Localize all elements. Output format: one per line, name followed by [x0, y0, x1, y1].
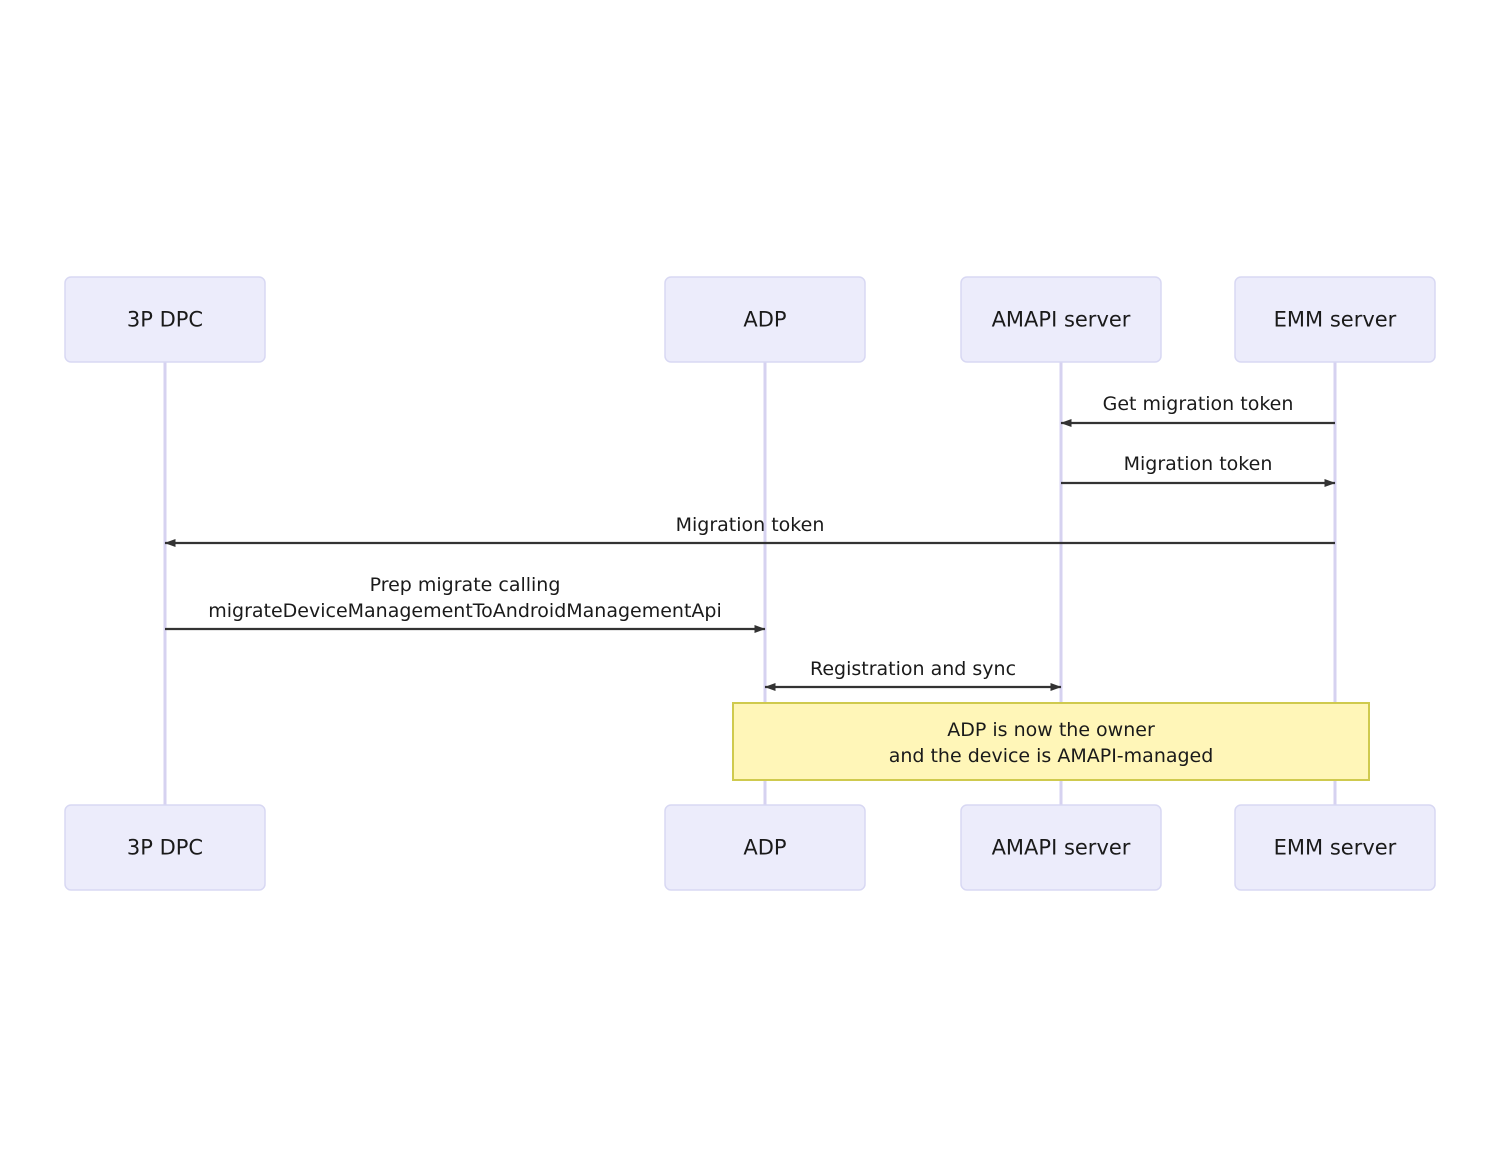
participant-emm-bottom[interactable]: EMM server: [1234, 804, 1436, 891]
participant-amapi-top[interactable]: AMAPI server: [960, 276, 1162, 363]
message-label-msg-get-migration-token: Get migration token: [1103, 393, 1294, 415]
participant-adp-bottom[interactable]: ADP: [664, 804, 866, 891]
participant-box-amapi-top[interactable]: [960, 276, 1162, 363]
participant-emm-top[interactable]: EMM server: [1234, 276, 1436, 363]
note-text-note-adp-owner: and the device is AMAPI-managed: [889, 745, 1214, 767]
participant-dpc-bottom[interactable]: 3P DPC: [64, 804, 266, 891]
participant-adp-top[interactable]: ADP: [664, 276, 866, 363]
message-label-msg-migration-token-dpc: Migration token: [676, 514, 825, 536]
participant-label-dpc-bottom: 3P DPC: [127, 836, 203, 860]
participant-label-amapi-top: AMAPI server: [992, 308, 1131, 332]
participant-label-adp-bottom: ADP: [743, 836, 786, 860]
participant-label-dpc-top: 3P DPC: [127, 308, 203, 332]
participant-box-amapi-bottom[interactable]: [960, 804, 1162, 891]
participant-label-amapi-bottom: AMAPI server: [992, 836, 1131, 860]
note-text-note-adp-owner: ADP is now the owner: [947, 719, 1155, 741]
note-box-note-adp-owner: [732, 702, 1370, 781]
message-label-msg-migration-token-emm: Migration token: [1124, 453, 1273, 475]
participant-box-emm-top[interactable]: [1234, 276, 1436, 363]
message-label-msg-registration-sync: Registration and sync: [810, 658, 1016, 680]
participant-box-dpc-bottom[interactable]: [64, 804, 266, 891]
participant-label-adp-top: ADP: [743, 308, 786, 332]
participant-label-emm-top: EMM server: [1274, 308, 1397, 332]
participant-box-adp-top[interactable]: [664, 276, 866, 363]
participant-box-emm-bottom[interactable]: [1234, 804, 1436, 891]
notes-group: ADP is now the owner and the device is AM…: [732, 702, 1370, 781]
participant-dpc-top[interactable]: 3P DPC: [64, 276, 266, 363]
participant-box-adp-bottom[interactable]: [664, 804, 866, 891]
message-label-msg-prep-migrate: migrateDeviceManagementToAndroidManageme…: [208, 600, 722, 622]
participant-box-dpc-top[interactable]: [64, 276, 266, 363]
participant-label-emm-bottom: EMM server: [1274, 836, 1397, 860]
participant-amapi-bottom[interactable]: AMAPI server: [960, 804, 1162, 891]
message-label-msg-prep-migrate: Prep migrate calling: [370, 574, 561, 596]
